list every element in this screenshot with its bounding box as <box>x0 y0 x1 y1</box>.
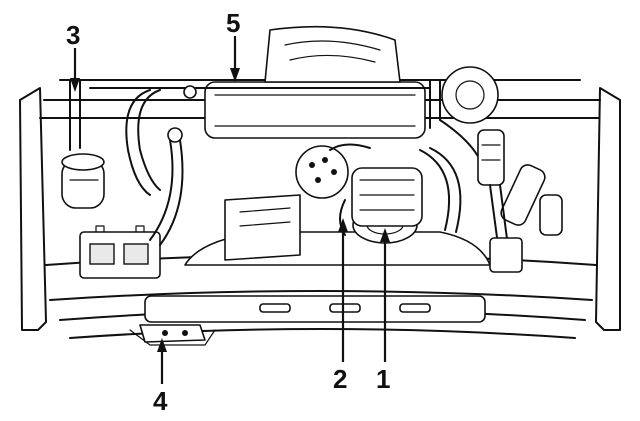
front-bracket <box>139 324 206 343</box>
radiator-support <box>129 295 486 346</box>
callout-label-2: 2 <box>333 364 347 394</box>
battery <box>79 225 161 279</box>
air-cleaner <box>264 25 499 124</box>
callout-4: 4 <box>153 338 168 416</box>
callout-label-5: 5 <box>226 8 240 38</box>
callout-5: 5 <box>226 8 240 82</box>
left-ac-hoses <box>125 85 197 246</box>
callout-label-1: 1 <box>376 364 390 394</box>
engine-block <box>184 194 491 266</box>
callout-label-3: 3 <box>66 20 80 50</box>
ac-compressor <box>351 167 423 244</box>
callout-1: 1 <box>376 228 390 394</box>
callout-label-4: 4 <box>153 386 168 416</box>
callout-3: 3 <box>66 20 80 92</box>
condenser-tube-assembly <box>69 79 441 151</box>
accumulator-drier <box>61 153 105 209</box>
right-ac-hoses <box>419 119 563 273</box>
callout-2: 2 <box>333 218 348 394</box>
